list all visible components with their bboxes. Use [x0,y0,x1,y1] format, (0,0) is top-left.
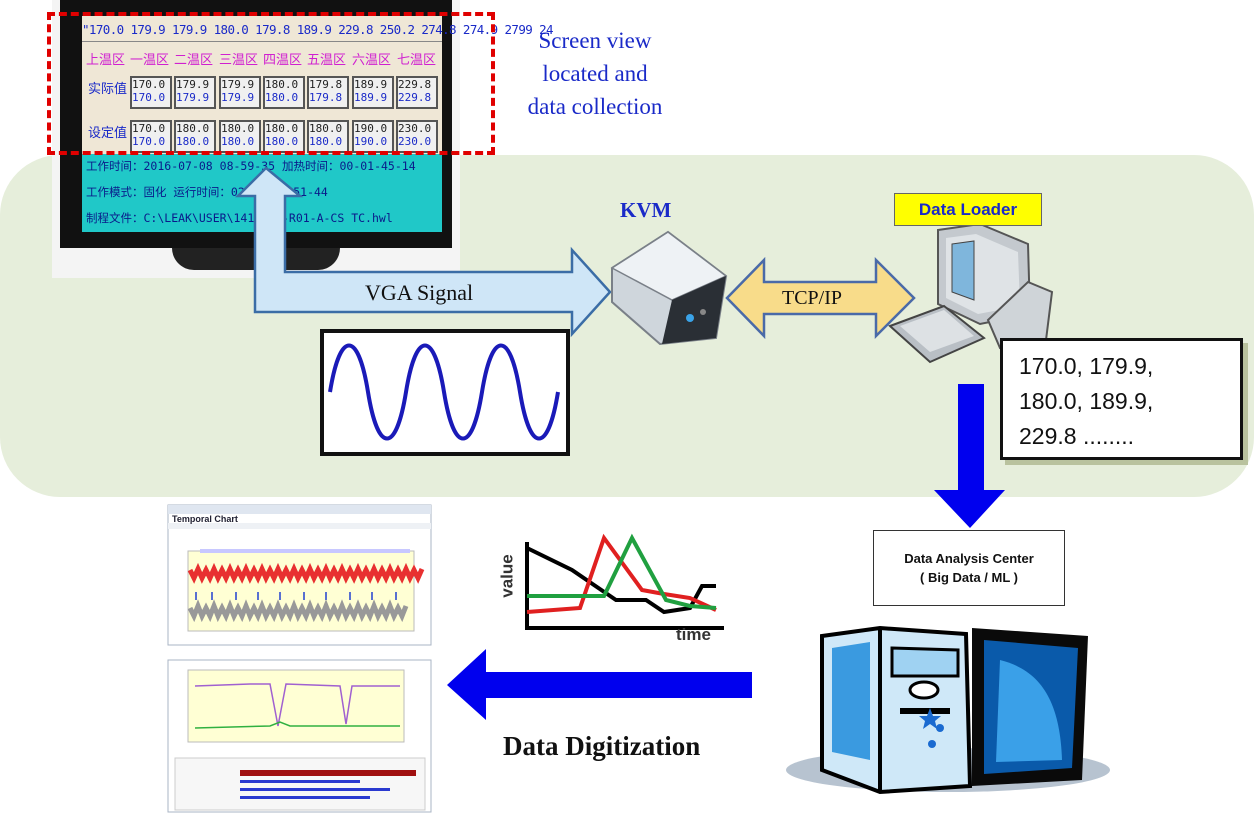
zone-header: 三温区 [219,52,259,67]
screen-capture-region [47,12,495,155]
setpoint-cell-value: 180.0 [265,122,299,135]
setpoint-cell-value: 190.0 [354,135,388,148]
zone-header: 七温区 [397,52,437,67]
setpoint-cell-value: 230.0 [398,122,432,135]
actual-cell-value: 179.9 [176,91,210,104]
data-digitization-label: Data Digitization [503,731,701,761]
zone-header-first: 上温区 [86,52,126,67]
setpoint-cell-value: 180.0 [176,135,210,148]
monitor: "170.0 179.9 179.9 180.0 179.8 189.9 229… [52,0,554,278]
actual-cell-value: 170.0 [132,91,166,104]
zone-header: 二温区 [174,52,214,67]
screen-view-line: Screen view [538,28,652,53]
setpoint-cell-value: 180.0 [221,135,255,148]
zone-header: 四温区 [263,52,303,67]
vga-signal-arrow [234,166,612,338]
actual-cell-value: 179.9 [176,78,210,91]
actual-cell-value: 170.0 [132,78,166,91]
actual-value-label: 实际值 [88,81,128,96]
actual-cell-value: 179.8 [309,91,343,104]
indicator-chart-screenshot [167,659,432,813]
setpoint-cell-value: 180.0 [309,122,343,135]
kvm-label: KVM [620,198,672,222]
tcp-ip-label: TCP/IP [782,287,843,309]
analysis-center-box: Data Analysis Center ( Big Data / ML ) [873,530,1065,606]
analysis-center-subtitle: ( Big Data / ML ) [920,570,1018,585]
actual-cell-value: 229.8 [398,78,432,91]
mini-time-series-chart [525,533,724,630]
setpoint-cell-value: 180.0 [221,122,255,135]
collected-values-line: 229.8 ........ [1019,423,1135,449]
actual-cell-value: 189.9 [354,91,388,104]
mini-chart-value-axis-label: value [497,554,517,598]
actual-cell-value: 229.8 [398,91,432,104]
mini-chart-time-axis-label: time [676,625,711,644]
screen-view-caption: Screen view located and data collection [505,24,685,123]
vga-signal-label: VGA Signal [365,280,474,305]
setpoint-cell-value: 170.0 [132,135,166,148]
screen-top-values: "170.0 179.9 179.9 180.0 179.8 189.9 229… [82,22,554,37]
screen-view-line: data collection [527,94,663,119]
setpoint-cell-value: 180.0 [309,135,343,148]
status-line-work-time: 工作时间：2016-07-08 08-59-35 加热时间：00-01-45-1… [86,159,416,173]
collected-values-line: 180.0, 189.9, [1019,388,1154,414]
temporal-chart-title: Temporal Chart [172,514,238,524]
data-loader-computer [888,222,1054,364]
tcp-ip-arrow [725,256,916,340]
setpoint-cell-value: 180.0 [176,122,210,135]
analysis-center-title: Data Analysis Center [904,551,1034,566]
zone-header: 五温区 [307,52,347,67]
actual-cell-value: 179.9 [221,91,255,104]
setpoint-cell-value: 230.0 [398,135,432,148]
actual-cell-value: 179.8 [309,78,343,91]
temporal-chart-screenshot [167,504,432,646]
sine-wave [328,343,560,441]
down-arrow [934,384,1005,528]
status-line-file: 制程文件：C:\LEAK\USER\14180 J-R01-A-CS TC.hw… [86,211,393,225]
kvm-switch-device [610,230,728,346]
screen-view-line: located and [542,61,648,86]
actual-cell-value: 189.9 [354,78,388,91]
digitization-arrow [447,649,752,720]
data-loader-label: Data Loader [894,193,1042,226]
zone-header: 六温区 [352,52,392,67]
analysis-center-computer [786,625,1110,795]
collected-values-line: 170.0, 179.9, [1019,353,1154,379]
actual-cell-value: 180.0 [265,91,299,104]
screen-top-rule [82,41,442,42]
actual-cell-value: 179.9 [221,78,255,91]
setpoint-value-label: 设定值 [88,125,128,140]
zone-header: 一温区 [130,52,170,67]
collected-values-box: 170.0, 179.9, 180.0, 189.9, 229.8 ......… [1000,338,1243,460]
setpoint-cell-value: 180.0 [265,135,299,148]
setpoint-cell-value: 190.0 [354,122,388,135]
setpoint-cell-value: 170.0 [132,122,166,135]
actual-cell-value: 180.0 [265,78,299,91]
